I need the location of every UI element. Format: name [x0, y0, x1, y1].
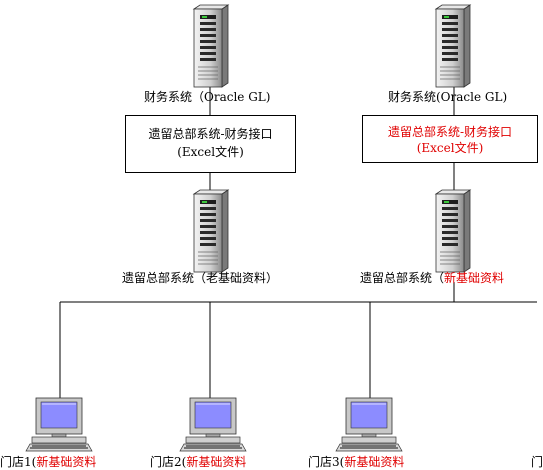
store-3-label-highlight: 新基础资料	[344, 455, 405, 469]
connector-lines	[59, 82, 537, 400]
legacy-left-label: 遗留总部系统（老基础资料）	[122, 271, 279, 285]
server-finance-left-icon	[193, 4, 229, 88]
store-2-computer-icon	[179, 397, 247, 452]
finance-left-label: 财务系统（Oracle GL)	[144, 90, 271, 104]
store-3-label-prefix: 门店3(	[308, 455, 345, 469]
legacy-right-label-highlight: 新基础资料	[444, 271, 505, 285]
edge-fragment-label: 门	[531, 455, 543, 469]
store-1-label-highlight: 新基础资料	[36, 455, 97, 469]
store-1-computer-icon	[25, 397, 93, 452]
interface-right-line1: 遗留总部系统-财务接口	[387, 125, 513, 139]
store-3-label: 门店3(新基础资料	[308, 455, 404, 469]
store-2-label: 门店2(新基础资料	[150, 455, 246, 469]
finance-right-label: 财务系统(Oracle GL)	[388, 90, 508, 104]
server-legacy-right-icon	[435, 189, 471, 273]
interface-box-left: 遗留总部系统-财务接口 (Excel文件)	[125, 115, 296, 173]
interface-box-right: 遗留总部系统-财务接口 (Excel文件)	[362, 115, 538, 163]
interface-right-line2: (Excel文件)	[416, 141, 484, 155]
interface-left-line2: (Excel文件)	[177, 145, 244, 159]
store-1-label: 门店1(新基础资料	[0, 455, 96, 469]
legacy-right-label-main: 遗留总部系统（	[360, 271, 445, 285]
legacy-right-label: 遗留总部系统（新基础资料	[360, 271, 504, 285]
interface-left-line1: 遗留总部系统-财务接口	[148, 127, 273, 141]
store-3-computer-icon	[335, 397, 403, 452]
store-2-label-prefix: 门店2(	[150, 455, 187, 469]
server-finance-right-icon	[435, 4, 471, 88]
store-2-label-highlight: 新基础资料	[186, 455, 247, 469]
store-1-label-prefix: 门店1(	[0, 455, 37, 469]
server-legacy-left-icon	[193, 189, 229, 273]
